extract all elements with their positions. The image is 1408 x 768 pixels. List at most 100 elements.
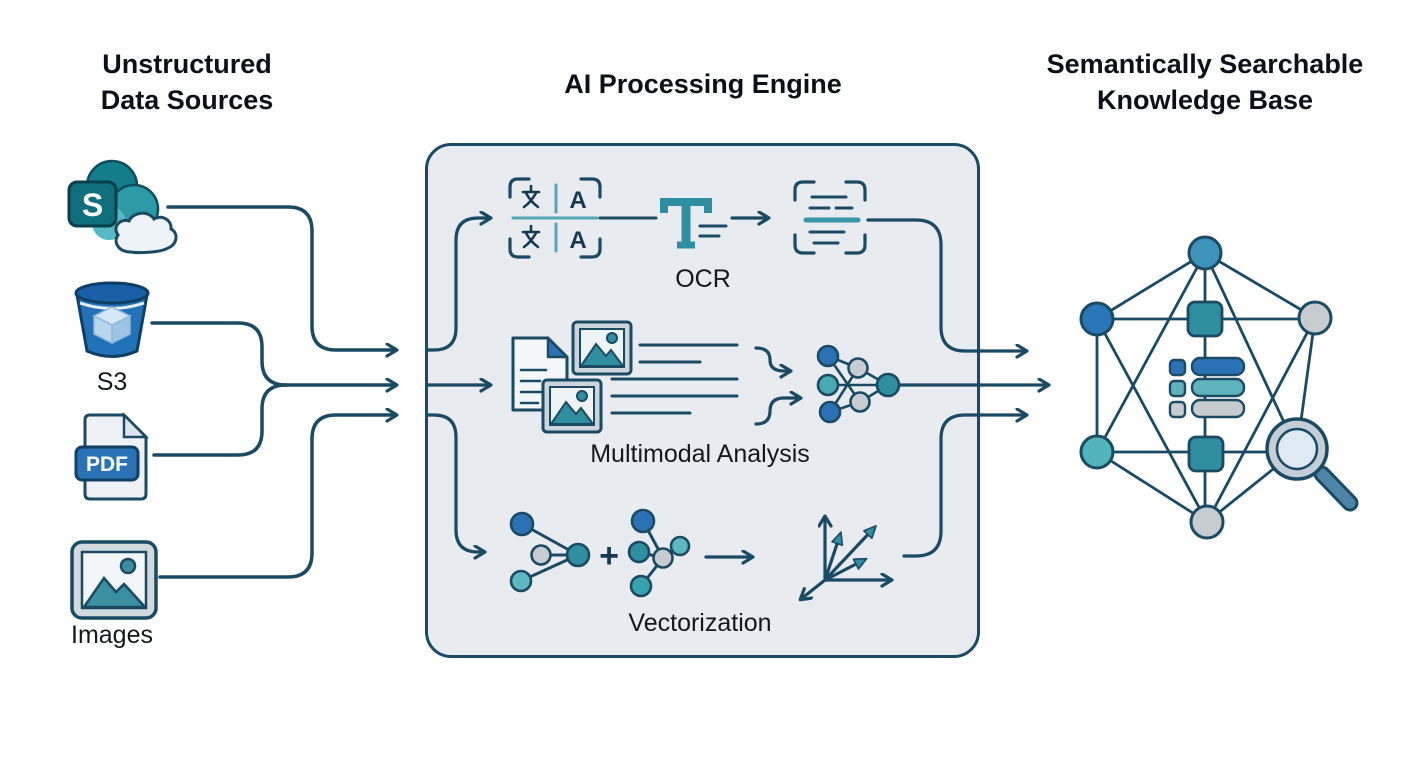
vector-arrow-3 — [823, 557, 868, 582]
cluster-node — [669, 535, 691, 557]
rail-from-vectorization — [902, 415, 1026, 558]
list-bullet-1 — [1168, 358, 1187, 377]
list-bullet-2 — [1168, 379, 1187, 398]
s3-cube-right — [111, 314, 131, 345]
bracket-br — [579, 237, 602, 259]
cluster-edges — [638, 520, 681, 587]
graph-square-bottom — [1187, 435, 1225, 473]
vector-cluster-icon-1 — [509, 511, 591, 593]
graph-edges — [1095, 251, 1317, 524]
connector-images — [158, 415, 396, 579]
s3-label: S3 — [96, 368, 128, 396]
bracket-bl — [793, 233, 816, 255]
multimodal-text-lines — [610, 343, 739, 415]
graph-node-lower-left — [1079, 434, 1115, 470]
list-bar-2 — [1190, 377, 1246, 398]
cluster-node — [627, 540, 651, 564]
merge-arrow-bottom — [754, 398, 800, 426]
nn-node — [818, 400, 842, 424]
ocr-text-icon — [660, 198, 728, 249]
cluster-node — [629, 574, 653, 598]
rail-from-ocr — [866, 218, 1026, 351]
multimodal-label: Multimodal Analysis — [590, 440, 810, 468]
sharepoint-badge — [67, 180, 118, 228]
magnifier-icon — [1265, 417, 1359, 512]
multimodal-image-icon-bottom — [541, 378, 603, 434]
sources-title-line2: Data Sources — [100, 85, 274, 115]
graph-node-bottom — [1189, 504, 1225, 540]
s3-bucket-rim — [74, 281, 150, 305]
cluster-node — [530, 544, 552, 566]
list-bar-3 — [1190, 398, 1246, 419]
graph-list-icon — [1168, 356, 1246, 419]
bracket-br — [844, 233, 867, 255]
image-mountains — [549, 400, 595, 425]
nn-node — [816, 344, 840, 368]
connector-s3 — [150, 321, 288, 387]
pdf-badge-text: PDF — [86, 453, 128, 476]
connector-lines — [150, 205, 396, 579]
bracket-tl — [508, 177, 531, 199]
magnifier-handle — [1316, 468, 1356, 509]
nn-node — [847, 357, 869, 379]
kb-title-line1: Semantically Searchable — [1046, 49, 1364, 79]
multimodal-merge-arrows — [754, 346, 800, 426]
rail-to-vectorization — [425, 413, 484, 552]
bracket-tl — [793, 180, 816, 202]
graph-square-top — [1186, 300, 1224, 338]
cloud-icon — [114, 211, 178, 254]
neural-network-icon — [816, 344, 901, 424]
multimodal-image-icon-top — [571, 320, 633, 376]
images-label: Images — [71, 621, 153, 649]
cjk-wen-glyph — [521, 224, 541, 249]
ocr-translate-icon: A A — [508, 177, 602, 259]
knowledge-graph — [1079, 235, 1359, 540]
bracket-tr — [844, 180, 867, 202]
image-sun — [606, 332, 618, 344]
graph-node-top — [1187, 235, 1223, 271]
rail-to-ocr — [425, 218, 490, 352]
pdf-badge — [74, 445, 140, 482]
graph-diagonal-edges — [1095, 252, 1317, 523]
list-bullet-3 — [1168, 400, 1187, 419]
image-sun — [576, 390, 588, 402]
magnifier-lens — [1275, 427, 1319, 471]
image-sun — [119, 557, 137, 575]
vector-cluster-icon-2 — [627, 508, 691, 598]
sharepoint-badge-letter: S — [82, 187, 103, 223]
latin-a-glyph: A — [569, 227, 586, 254]
sources-title-line1: Unstructured — [102, 49, 272, 79]
cjk-wen-glyph — [521, 184, 541, 209]
graph-node-upper-left — [1079, 301, 1115, 337]
pdf-file-icon: PDF — [74, 411, 150, 501]
cluster-node — [509, 511, 535, 537]
engine-title: AI Processing Engine — [564, 69, 842, 99]
connector-sharepoint — [166, 205, 396, 350]
vectorization-label: Vectorization — [628, 609, 772, 637]
list-bar-1 — [1190, 356, 1246, 377]
cluster-node — [630, 508, 656, 534]
vector-axes-icon — [801, 517, 891, 599]
pdf-fold — [122, 411, 150, 439]
sharepoint-icon: S — [67, 159, 178, 254]
image-mountains — [81, 575, 148, 609]
nn-node — [875, 372, 901, 398]
knowledge-base-title: Semantically Searchable Knowledge Base — [995, 46, 1408, 118]
plus-operator: + — [599, 537, 619, 575]
merge-arrow-top — [754, 346, 790, 371]
doc-fold — [546, 336, 569, 359]
axis-down-left — [801, 578, 827, 599]
ocr-scan-icon — [793, 180, 867, 255]
s3-bucket-icon — [74, 281, 150, 358]
graph-perimeter-edges — [1095, 251, 1317, 524]
bracket-tr — [579, 177, 602, 199]
sources-title: Unstructured Data Sources — [37, 46, 337, 118]
bracket-bl — [508, 237, 531, 259]
latin-a-glyph: A — [569, 187, 586, 214]
ocr-label: OCR — [675, 265, 731, 293]
nn-node — [816, 373, 840, 397]
graph-node-upper-right — [1297, 300, 1333, 336]
image-mountains — [579, 342, 625, 367]
